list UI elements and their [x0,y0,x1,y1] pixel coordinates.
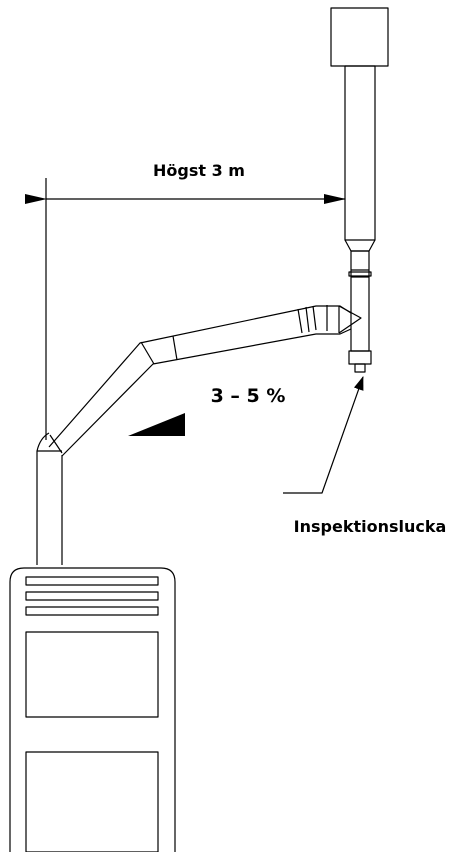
stove-connector [36,432,63,565]
flue-pipe [48,305,362,457]
stove [9,567,176,852]
t-piece [348,250,372,373]
chimney [330,7,389,252]
inspection-leader-line [283,376,364,494]
dimension-line [25,178,346,440]
slope-wedge [128,413,185,436]
inspection-hatch-label: Inspektionslucka [294,517,447,536]
slope-label: 3 – 5 % [211,385,286,407]
max-distance-label: Högst 3 m [153,161,245,180]
